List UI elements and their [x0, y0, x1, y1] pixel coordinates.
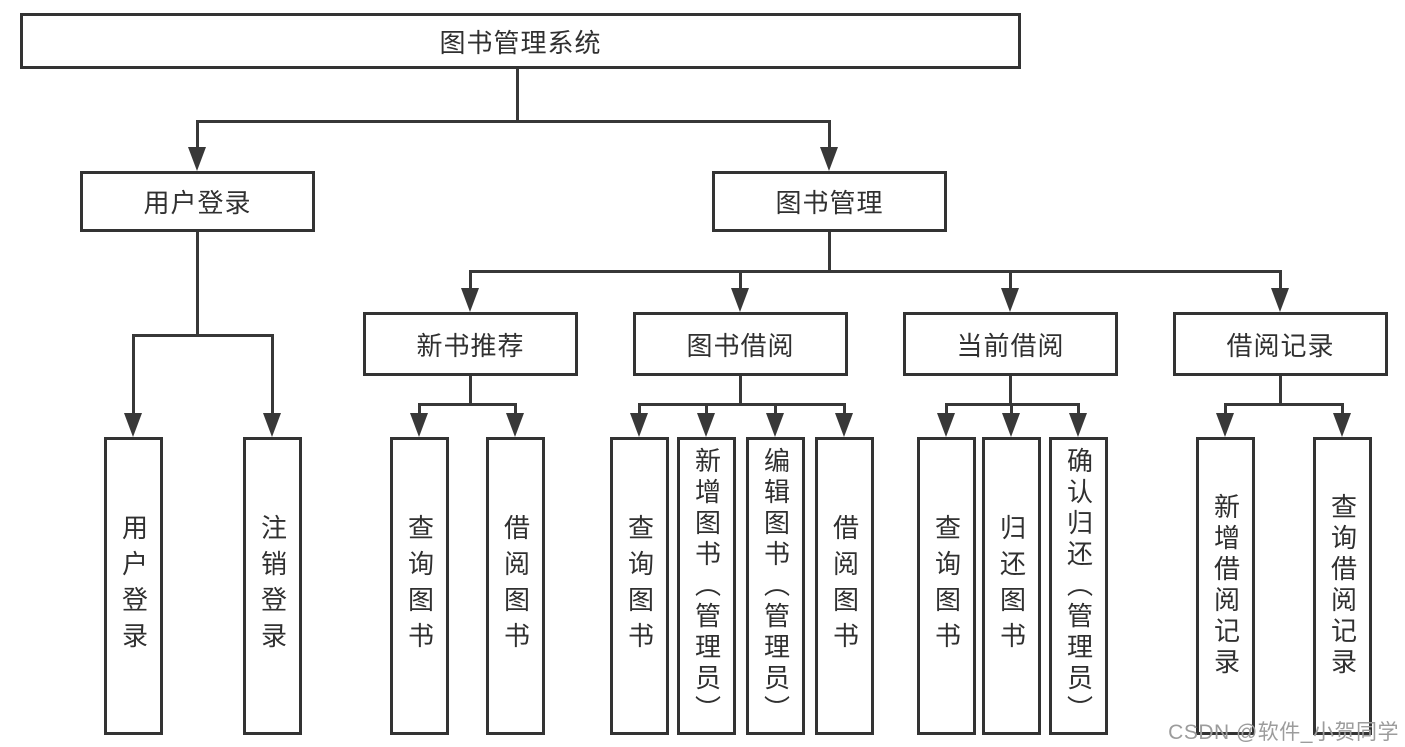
arrow-down-icon	[1333, 413, 1351, 437]
connector-line	[843, 403, 846, 416]
leaf-query-borrow-record: 查询借阅记录	[1313, 437, 1372, 735]
connector-line	[1279, 270, 1282, 290]
connector-line	[638, 403, 846, 406]
leaf-label: 查询图书	[404, 514, 435, 658]
arrow-down-icon	[124, 413, 142, 437]
node-book-borrowing: 图书借阅	[633, 312, 848, 376]
node-label: 图书管理	[775, 188, 884, 218]
arrow-down-icon	[1002, 413, 1020, 437]
connector-line	[196, 120, 199, 150]
connector-line	[196, 120, 830, 123]
connector-line	[828, 120, 831, 150]
connector-line	[271, 334, 274, 416]
leaf-label: 查询图书	[931, 514, 962, 658]
node-book-management: 图书管理	[712, 171, 947, 232]
leaf-logout: 注销登录	[243, 437, 302, 735]
arrow-down-icon	[188, 147, 206, 171]
connector-line	[1009, 270, 1012, 290]
connector-line	[418, 403, 421, 416]
leaf-label: 借阅图书	[500, 514, 531, 658]
connector-line	[1224, 403, 1227, 416]
arrow-down-icon	[697, 413, 715, 437]
node-label: 用户登录	[143, 188, 252, 218]
connector-line	[1010, 403, 1013, 416]
arrow-down-icon	[1069, 413, 1087, 437]
connector-line	[828, 231, 831, 273]
node-label: 图书管理系统	[439, 27, 602, 58]
arrow-down-icon	[1001, 288, 1019, 312]
leaf-label: 查询图书	[624, 514, 655, 658]
leaf-query-books: 查询图书	[917, 437, 976, 735]
node-new-book-recommend: 新书推荐	[363, 312, 578, 376]
connector-line	[739, 270, 742, 290]
arrow-down-icon	[820, 147, 838, 171]
node-label: 新书推荐	[416, 330, 525, 361]
arrow-down-icon	[937, 413, 955, 437]
arrow-down-icon	[766, 413, 784, 437]
connector-line	[196, 231, 199, 336]
connector-line	[1077, 403, 1080, 416]
arrow-down-icon	[731, 288, 749, 312]
connector-line	[469, 375, 472, 406]
leaf-query-books: 查询图书	[390, 437, 449, 735]
arrow-down-icon	[263, 413, 281, 437]
leaf-edit-book-admin: 编辑图书（管理员）	[746, 437, 805, 735]
leaf-add-book-admin: 新增图书（管理员）	[677, 437, 736, 735]
connector-line	[1009, 375, 1012, 406]
node-label: 当前借阅	[956, 330, 1065, 361]
leaf-label: 注销登录	[257, 514, 288, 658]
connector-line	[739, 375, 742, 406]
arrow-down-icon	[410, 413, 428, 437]
connector-line	[514, 403, 517, 416]
leaf-label: 归还图书	[996, 514, 1027, 658]
connector-line	[638, 403, 641, 416]
arrow-down-icon	[1216, 413, 1234, 437]
connector-line	[945, 403, 948, 416]
node-label: 借阅记录	[1226, 330, 1335, 361]
leaf-label: 新增图书（管理员）	[691, 446, 722, 726]
connector-line	[705, 403, 708, 416]
leaf-user-login: 用户登录	[104, 437, 163, 735]
connector-line	[1224, 403, 1344, 406]
leaf-add-borrow-record: 新增借阅记录	[1196, 437, 1255, 735]
leaf-borrow-books: 借阅图书	[486, 437, 545, 735]
leaf-confirm-return-admin: 确认归还（管理员）	[1049, 437, 1108, 735]
node-borrowing-records: 借阅记录	[1173, 312, 1388, 376]
leaf-label: 查询借阅记录	[1327, 493, 1358, 679]
leaf-label: 新增借阅记录	[1210, 493, 1241, 679]
csdn-watermark: CSDN @软件_小贺同学	[1168, 721, 1399, 744]
connector-line	[132, 334, 274, 337]
connector-line	[469, 270, 1282, 273]
connector-line	[132, 334, 135, 416]
arrow-down-icon	[630, 413, 648, 437]
connector-line	[469, 270, 472, 290]
leaf-return-books: 归还图书	[982, 437, 1041, 735]
node-current-borrowing: 当前借阅	[903, 312, 1118, 376]
connector-line	[1341, 403, 1344, 416]
leaf-query-books: 查询图书	[610, 437, 669, 735]
arrow-down-icon	[835, 413, 853, 437]
connector-line	[1279, 375, 1282, 406]
connector-line	[774, 403, 777, 416]
leaf-label: 用户登录	[118, 514, 149, 658]
node-label: 图书借阅	[686, 330, 795, 361]
node-user-login: 用户登录	[80, 171, 315, 232]
arrow-down-icon	[506, 413, 524, 437]
leaf-label: 借阅图书	[829, 514, 860, 658]
connector-line	[516, 68, 519, 122]
leaf-label: 编辑图书（管理员）	[760, 446, 791, 726]
arrow-down-icon	[461, 288, 479, 312]
leaf-label: 确认归还（管理员）	[1063, 446, 1094, 726]
arrow-down-icon	[1271, 288, 1289, 312]
connector-line	[418, 403, 517, 406]
leaf-borrow-books: 借阅图书	[815, 437, 874, 735]
node-library-system: 图书管理系统	[20, 13, 1021, 69]
